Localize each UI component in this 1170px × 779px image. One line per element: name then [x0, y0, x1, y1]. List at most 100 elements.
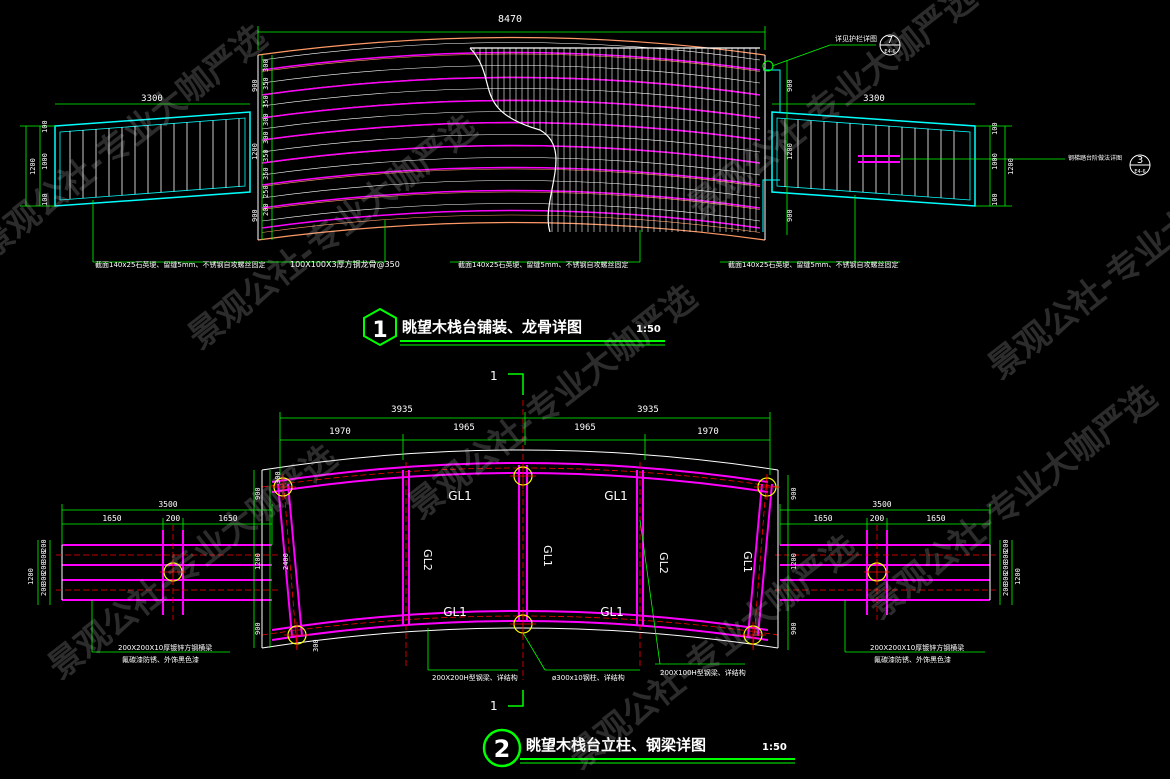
note-center-slat: 截面140x25石英埂、留缝5mm、不锈钢自攻螺丝固定 [458, 260, 629, 269]
dim-right-wing: 3300 [863, 94, 885, 104]
dim-left-wing-2: 3500 [158, 500, 177, 509]
dim-right-a: 1650 [813, 514, 832, 523]
dim-left-w1: 100 [41, 120, 49, 133]
dim-mid-900b: 900 [254, 622, 262, 635]
drawing-2-column-beam-plan: 1 1 [27, 369, 1022, 768]
dim-seg3: 1965 [574, 423, 596, 433]
dim-right-vertical: 300 [1002, 550, 1010, 563]
dim-half-right: 3935 [637, 405, 659, 415]
dim-mid-left-900a: 900 [251, 79, 259, 92]
dim-overall: 8470 [498, 14, 522, 25]
dim-left-b: 200 [166, 514, 181, 523]
deck-board-line [261, 180, 761, 199]
dim-r-1200: 1200 [790, 553, 798, 570]
section-marker: 1 1 [490, 369, 524, 713]
dim-left-vertical: 300 [40, 550, 48, 563]
dim-mid-300b: 300 [312, 639, 320, 652]
note-keel: 100X100X3厚方钢龙骨@350 [290, 259, 400, 269]
ref-rail-num: 7 [887, 35, 893, 46]
deck-board-line [261, 134, 761, 153]
dim-left-total: 1200 [29, 158, 37, 175]
note-right-beam-1: 200X200X10厚镀锌方钢横梁 [870, 643, 964, 652]
dim-spacing: 300 [262, 59, 270, 72]
dim-r-900a: 900 [790, 487, 798, 500]
drawing-2-title-text: 眺望木栈台立柱、钢梁详图 [526, 736, 706, 754]
dim-spacing: 250 [262, 185, 270, 198]
dim-spacing: 350 [262, 149, 270, 162]
dim-left-a: 1650 [102, 514, 121, 523]
drawing-2-scale: 1:50 [762, 742, 787, 753]
beam-gl1-top-b: GL1 [604, 489, 628, 503]
watermark-text: 景观公社-专业大咖严选 [861, 378, 1165, 628]
dim-left-vertical: 200 [40, 561, 48, 574]
dim-mid-300a: 300 [274, 471, 282, 484]
beam-gl1-bot-a: GL1 [443, 605, 467, 619]
dim-right-wing-2: 3500 [872, 500, 891, 509]
dim-seg4: 1970 [697, 427, 719, 437]
dim-seg1: 1970 [329, 427, 351, 437]
drawing-1-dimensions [20, 26, 1065, 263]
ref-rail-sheet: E4-6 [884, 49, 895, 55]
dim-left-wing: 3300 [141, 94, 163, 104]
keel-line [261, 99, 761, 119]
beam-gl2-b: GL2 [657, 552, 670, 574]
drawing-1-number: 1 [372, 318, 387, 343]
deck-board-line [261, 88, 761, 107]
dim-spacing: 350 [262, 95, 270, 108]
note-left-beam-1: 200X200X10厚镀锌方钢横梁 [118, 643, 212, 652]
dim-right-vertical: 300 [1002, 572, 1010, 585]
beam-gl1-top-a: GL1 [448, 489, 472, 503]
dim-spacing: 300 [262, 131, 270, 144]
dim-left-w2: 1000 [41, 153, 49, 170]
deck-board-line [261, 191, 761, 210]
note-right-slat: 截面140x25石英埂、留缝5mm、不锈钢自攻螺丝固定 [728, 260, 899, 269]
dim-mid-left-900b: 900 [251, 209, 259, 222]
drawing-2-number: 2 [494, 735, 511, 763]
left-wing-deck [54, 111, 251, 207]
dim-r-900b: 900 [790, 622, 798, 635]
dim-right-total: 1200 [1007, 158, 1015, 175]
deck-board-line [261, 65, 761, 84]
dim-right-vertical: 200 [1002, 583, 1010, 596]
dim-right-w2: 1000 [991, 153, 999, 170]
dim-spacing: 200 [262, 203, 270, 216]
dim-mid-right-900b: 900 [786, 209, 794, 222]
drawing-2-title: 2 眺望木栈台立柱、钢梁详图 1:50 [482, 728, 795, 768]
dim-mid-right-1200: 1200 [786, 143, 794, 160]
beam-gl2-a: GL2 [421, 549, 434, 571]
dim-right-c: 1650 [926, 514, 945, 523]
keel-line [261, 121, 761, 141]
beam-gl1-mid: GL1 [541, 545, 554, 567]
dim-left-vertical: 200 [40, 539, 48, 552]
column-crosshairs [160, 463, 890, 648]
dim-mid-right-900a: 900 [786, 79, 794, 92]
note-left-beam-2: 氟碳漆防锈、外饰黑色漆 [122, 655, 199, 664]
keel-line [261, 76, 761, 96]
section-mark-bottom: 1 [490, 699, 498, 713]
dim-right-total-2: 1200 [1014, 568, 1022, 585]
main-frame [261, 449, 779, 668]
dim-right-w1: 100 [991, 122, 999, 135]
note-h200-beam: 200X200H型钢梁、详结构 [432, 673, 518, 682]
dim-left-vertical: 300 [40, 572, 48, 585]
dim-mid-left-1200: 1200 [251, 143, 259, 160]
ref-stair-symbol: 3 E4-6 [1129, 154, 1151, 176]
drawing-1-scale: 1:50 [636, 324, 661, 335]
note-right-beam-2: 氟碳漆防锈、外饰黑色漆 [874, 655, 951, 664]
section-mark-top: 1 [490, 369, 498, 383]
dim-seg2: 1965 [453, 423, 475, 433]
deck-board-line [261, 168, 761, 187]
keel-line [261, 144, 761, 164]
keel-line [261, 166, 761, 186]
ref-stair-sheet: E4-6 [1134, 169, 1145, 175]
drawing-1-title-text: 眺望木栈台铺装、龙骨详图 [402, 318, 582, 336]
drawing-2-dimensions [37, 412, 1013, 671]
ref-rail-symbol: 7 E4-6 [879, 34, 901, 56]
drawing-1-labels: 8470 3300 3300 100 1000 100 1200 100 100… [29, 14, 1151, 269]
note-steel-column: ø300x10钢柱、详结构 [552, 673, 625, 682]
dim-left-w3: 100 [41, 193, 49, 206]
dim-spacing: 350 [262, 167, 270, 180]
dim-right-w3: 100 [991, 193, 999, 206]
